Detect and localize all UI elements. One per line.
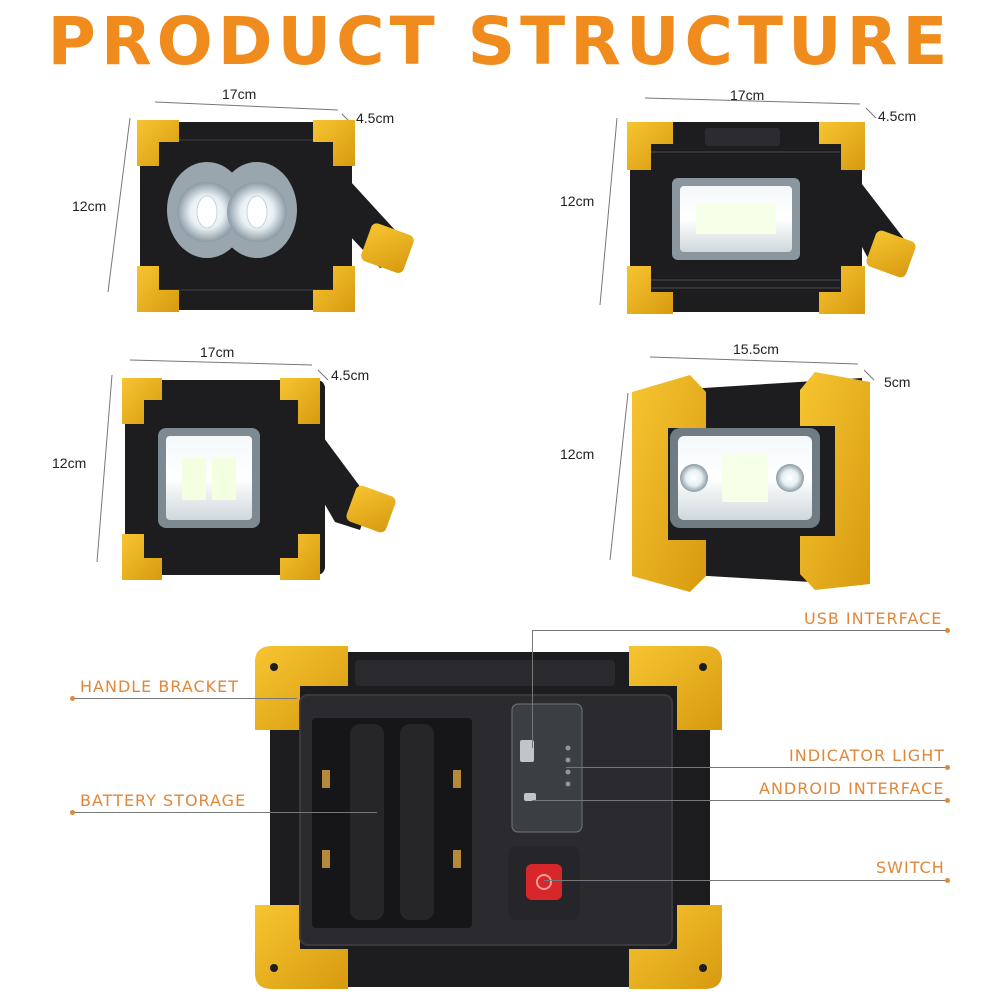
product-2-height: 12cm (560, 193, 595, 209)
callout-android-interface: ANDROID INTERFACE (759, 779, 945, 798)
product-4-height: 12cm (560, 446, 595, 462)
callout-usb-line (532, 630, 947, 631)
product-4-depth: 5cm (884, 374, 911, 390)
product-1-width: 17cm (222, 86, 257, 102)
product-1-height: 12cm (72, 198, 107, 214)
callout-handle-bracket: HANDLE BRACKET (80, 677, 240, 696)
product-3 (96, 359, 396, 580)
callout-indicator-light: INDICATOR LIGHT (789, 746, 946, 765)
product-4-width: 15.5cm (733, 341, 779, 357)
callout-usb-dot (945, 628, 950, 633)
product-2-depth: 4.5cm (878, 108, 917, 124)
callout-switch: SWITCH (876, 858, 945, 877)
product-2-width: 17cm (730, 87, 765, 103)
callout-indicator-line (566, 767, 947, 768)
callout-switch-line (544, 880, 947, 881)
product-3-depth: 4.5cm (331, 367, 370, 383)
callout-handle-dot (70, 696, 75, 701)
callout-usb-leader (532, 630, 533, 748)
callout-switch-dot (945, 878, 950, 883)
product-4 (609, 356, 875, 592)
product-3-width: 17cm (200, 344, 235, 360)
back-view (255, 646, 722, 989)
callout-handle-line (72, 698, 297, 699)
callout-indicator-dot (945, 765, 950, 770)
product-3-height: 12cm (52, 455, 87, 471)
callout-android-line (532, 800, 947, 801)
callout-usb-interface: USB INTERFACE (804, 609, 943, 628)
product-2 (599, 97, 916, 314)
product-1 (107, 101, 414, 312)
callout-battery-storage: BATTERY STORAGE (80, 791, 247, 810)
callout-android-dot (945, 798, 950, 803)
product-1-depth: 4.5cm (356, 110, 395, 126)
page-title: PRODUCT STRUCTURE (47, 3, 953, 80)
callout-battery-dot (70, 810, 75, 815)
callout-battery-line (72, 812, 377, 813)
